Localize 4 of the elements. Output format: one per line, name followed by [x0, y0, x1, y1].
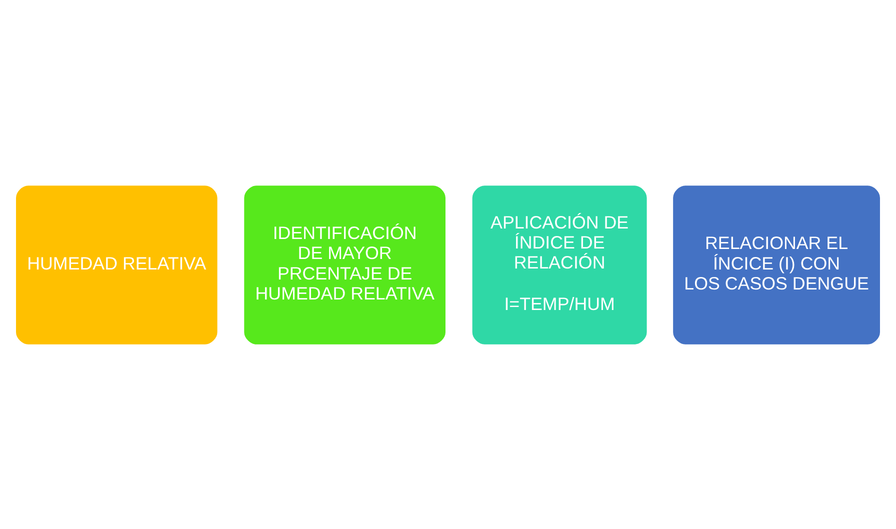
node-box: HUMEDAD RELATIVA [14, 182, 220, 346]
node-box: RELACIONAR EL ÍNCICE (I) CON LOS CASOS DENGUE [670, 182, 882, 346]
node-box: IDENTIFICACIÓN DE MAYOR PRCENTAJE DE HUMEDAD RELATIVA [242, 182, 448, 346]
node-box: APLICACIÓN DE ÍNDICE DE RELACIÓN I=TEMP/HUM [470, 182, 650, 346]
